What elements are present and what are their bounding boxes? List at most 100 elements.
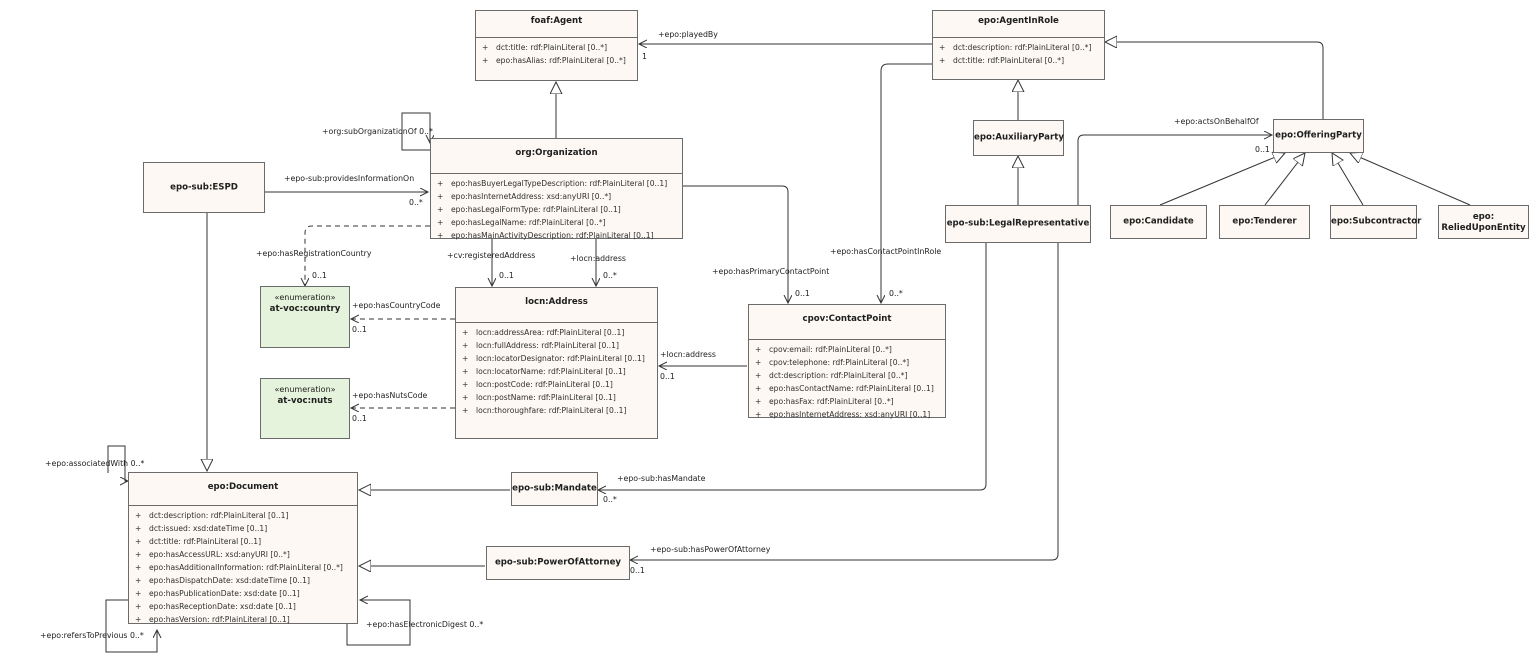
- gen-tenderer-offeringparty: [1264, 153, 1305, 206]
- class-name: epo-sub:LegalRepresentative: [946, 218, 1090, 229]
- class-org-organization[interactable]: org:Organization +epo:hasBuyerLegalTypeD…: [430, 138, 683, 240]
- class-name: epo-sub:ESPD: [170, 182, 238, 192]
- visibility-marker: +: [755, 397, 762, 406]
- attribute-text: locn:fullAddress: rdf:PlainLiteral [0..1…: [476, 341, 619, 350]
- class-name: at-voc:country: [269, 304, 341, 314]
- visibility-marker: +: [437, 192, 444, 201]
- label-has-nuts-code-multiplicity: 0..1: [352, 414, 367, 423]
- attribute-list: +locn:addressArea: rdf:PlainLiteral [0..…: [456, 323, 657, 420]
- attribute-list: +cpov:email: rdf:PlainLiteral [0..*]+cpo…: [749, 340, 945, 424]
- attribute-text: locn:postCode: rdf:PlainLiteral [0..1]: [476, 380, 613, 389]
- attribute-row: +epo:hasPublicationDate: xsd:date [0..1]: [135, 587, 357, 600]
- label-acts-on-behalf-of-multiplicity: 0..1: [1255, 145, 1270, 154]
- label-has-country-code: +epo:hasCountryCode: [352, 301, 441, 310]
- label-played-by-multiplicity: 1: [642, 52, 647, 61]
- attribute-text: epo:hasAccessURL: xsd:anyURI [0..*]: [149, 550, 290, 559]
- assoc-has-mandate: [598, 243, 987, 490]
- attribute-row: +locn:thoroughfare: rdf:PlainLiteral [0.…: [462, 404, 657, 417]
- class-name: epo:Candidate: [1123, 216, 1194, 227]
- class-epo-reliedupon-entity[interactable]: epo: ReliedUponEntity: [1438, 205, 1529, 239]
- attribute-text: cpov:telephone: rdf:PlainLiteral [0..*]: [769, 358, 910, 367]
- class-cpov-contactpoint[interactable]: cpov:ContactPoint +cpov:email: rdf:Plain…: [748, 304, 946, 419]
- label-provides-information-on-multiplicity: 0..*: [409, 198, 423, 207]
- label-locn-address-cp-multiplicity: 0..1: [660, 372, 675, 381]
- attribute-text: locn:locatorDesignator: rdf:PlainLiteral…: [476, 354, 645, 363]
- label-has-country-code-multiplicity: 0..1: [352, 325, 367, 334]
- class-epo-auxiliaryparty[interactable]: epo:AuxiliaryParty: [973, 120, 1064, 156]
- attribute-list: +dct:title: rdf:PlainLiteral [0..*]+epo:…: [476, 38, 637, 70]
- label-has-registration-country: +epo:hasRegistrationCountry: [256, 249, 372, 258]
- label-locn-address-org-multiplicity: 0..*: [603, 271, 617, 280]
- attribute-row: + locn:fullAddress: rdf:PlainLiteral [0..…: [462, 339, 657, 352]
- attribute-row: +cpov:email: rdf:PlainLiteral [0..*]: [755, 343, 945, 356]
- visibility-marker: +: [462, 341, 469, 350]
- class-epo-document[interactable]: epo:Document +dct:description: rdf:Plain…: [128, 472, 358, 624]
- label-associated-with: +epo:associatedWith 0..*: [45, 459, 145, 468]
- attribute-row: +epo:hasInternetAddress: xsd:anyURI [0..…: [755, 408, 945, 421]
- class-foaf-agent[interactable]: foaf:Agent +dct:title: rdf:PlainLiteral …: [475, 10, 638, 81]
- class-epo-sub-espd[interactable]: epo-sub:ESPD: [143, 162, 265, 213]
- attribute-row: + epo:hasReceptionDate: xsd:date [0..1]: [135, 600, 357, 613]
- class-locn-address[interactable]: locn:Address +locn:addressArea: rdf:Plai…: [455, 287, 658, 439]
- class-name: epo:Document: [207, 482, 279, 492]
- visibility-marker: +: [135, 563, 142, 572]
- attribute-text: locn:postName: rdf:PlainLiteral [0..1]: [476, 393, 616, 402]
- class-epo-tenderer[interactable]: epo:Tenderer: [1219, 205, 1310, 239]
- enum-at-voc-nuts[interactable]: «enumeration» at-voc:nuts: [260, 378, 350, 439]
- class-name-line1: epo:: [1472, 212, 1495, 222]
- label-has-electronic-digest: +epo:hasElectronicDigest 0..*: [366, 620, 484, 629]
- gen-offeringparty-agentinrole: [1105, 42, 1324, 120]
- class-epo-candidate[interactable]: epo:Candidate: [1110, 205, 1207, 239]
- visibility-marker: +: [462, 367, 469, 376]
- attribute-text: epo:hasLegalName: rdf:PlainLiteral [0..*…: [451, 218, 606, 227]
- visibility-marker: +: [135, 550, 142, 559]
- visibility-marker: +: [135, 576, 142, 585]
- assoc-has-power-of-attorney: [630, 243, 1059, 560]
- assoc-refers-to-previous: [105, 599, 157, 653]
- label-has-primary-contact-point-multiplicity: 0..1: [795, 289, 810, 298]
- class-epo-subcontractor[interactable]: epo:Subcontractor: [1330, 205, 1422, 239]
- attribute-text: epo:hasAdditionalInformation: rdf:PlainL…: [149, 563, 343, 572]
- class-name: epo:Tenderer: [1232, 216, 1297, 227]
- label-sub-organization-of: +org:subOrganizationOf 0..*: [322, 127, 433, 136]
- attribute-text: epo:hasMainActivityDescription: rdf:Plai…: [451, 231, 654, 240]
- attribute-row: +epo:hasLegalFormType: rdf:PlainLiteral …: [437, 203, 682, 216]
- class-epo-agentinrole[interactable]: epo:AgentInRole +dct:description: rdf:Pl…: [932, 10, 1105, 80]
- assoc-electronic-digest: [346, 600, 411, 646]
- class-epo-sub-powerofattorney[interactable]: epo-sub:PowerOfAttorney: [486, 546, 630, 580]
- enum-at-voc-country[interactable]: «enumeration» at-voc:country: [260, 286, 350, 348]
- attribute-text: epo:hasReceptionDate: xsd:date [0..1]: [149, 602, 296, 611]
- attribute-text: dct:title: rdf:PlainLiteral [0..1]: [149, 537, 262, 546]
- gen-subcontractor-offeringparty: [1332, 153, 1364, 206]
- attribute-text: epo:hasVersion: rdf:PlainLiteral [0..1]: [149, 615, 290, 624]
- attribute-text: locn:thoroughfare: rdf:PlainLiteral [0..…: [476, 406, 627, 415]
- attribute-row: +epo:hasDispatchDate: xsd:dateTime [0..1…: [135, 574, 357, 587]
- visibility-marker: +: [939, 43, 946, 52]
- stereotype-label: «enumeration»: [274, 293, 336, 302]
- label-has-contact-point-in-role: +epo:hasContactPointInRole: [830, 247, 942, 256]
- attribute-text: cpov:email: rdf:PlainLiteral [0..*]: [769, 345, 892, 354]
- class-name: epo:Subcontractor: [1331, 216, 1422, 227]
- attribute-list: + dct:description: rdf:PlainLiteral [0..*…: [933, 38, 1104, 70]
- class-epo-offeringparty[interactable]: epo:OfferingParty: [1273, 119, 1364, 153]
- class-epo-sub-mandate[interactable]: epo-sub:Mandate: [511, 472, 598, 506]
- attribute-text: epo:hasFax: rdf:PlainLiteral [0..*]: [769, 397, 894, 406]
- attribute-row: +epo:hasBuyerLegalTypeDescription: rdf:P…: [437, 177, 682, 190]
- label-played-by: +epo:playedBy: [658, 30, 718, 39]
- class-name: locn:Address: [525, 297, 588, 307]
- attribute-row: +epo:hasInternetAddress: xsd:anyURI [0..…: [437, 190, 682, 203]
- attribute-text: dct:description: rdf:PlainLiteral [0..*]: [953, 43, 1092, 52]
- visibility-marker: +: [135, 615, 142, 624]
- class-epo-sub-legalrepresentative[interactable]: epo-sub:LegalRepresentative: [945, 205, 1091, 243]
- attribute-row: + epo:hasVersion: rdf:PlainLiteral [0..1]: [135, 613, 357, 626]
- assoc-primary-contact: [683, 185, 788, 303]
- attribute-row: +dct:title: rdf:PlainLiteral [0..1]: [135, 535, 357, 548]
- visibility-marker: +: [135, 602, 142, 611]
- attribute-row: + epo:hasAccessURL: xsd:anyURI [0..*]: [135, 548, 357, 561]
- label-provides-information-on: +epo-sub:providesInformationOn: [284, 174, 415, 183]
- attribute-list: +dct:description: rdf:PlainLiteral [0..1…: [129, 506, 357, 629]
- attribute-text: epo:hasPublicationDate: xsd:date [0..1]: [149, 589, 300, 598]
- label-locn-address-org: +locn:address: [570, 254, 626, 263]
